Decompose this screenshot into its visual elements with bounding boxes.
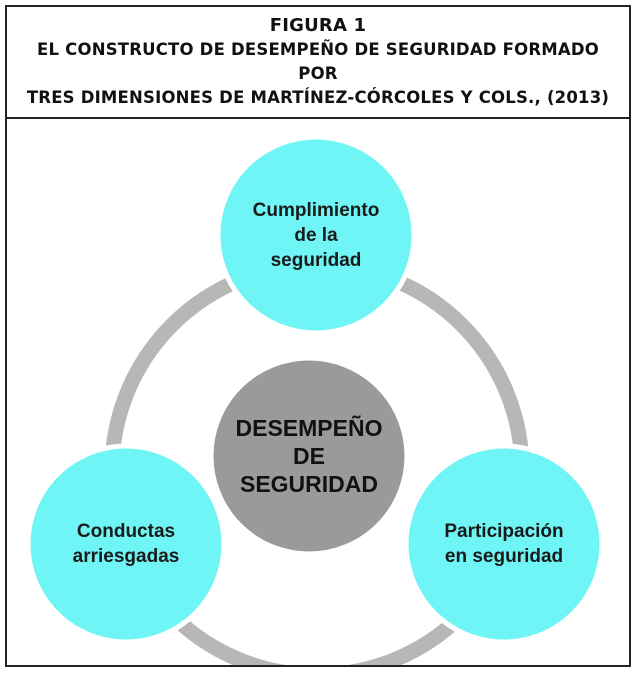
figure-caption-line-1: EL CONSTRUCTO DE DESEMPEÑO DE SEGURIDAD …	[37, 40, 599, 83]
node-left-line-1: Conductas	[76, 521, 176, 542]
center-circle	[208, 355, 410, 557]
figure-caption-line-2: TRES DIMENSIONES DE MARTÍNEZ-CÓRCOLES Y …	[26, 88, 610, 107]
node-top-line-3: seguridad	[270, 249, 362, 271]
node-circle-top	[215, 134, 417, 336]
figure-header: FIGURA 1 EL CONSTRUCTO DE DESEMPEÑO DE S…	[7, 7, 629, 119]
figure-label: FIGURA 1	[269, 15, 367, 36]
cycle-diagram: Cumplimiento de la seguridad DESEMPEÑO D…	[7, 119, 629, 665]
node-top-line-2: de la	[294, 224, 338, 246]
diagram-canvas	[25, 134, 605, 665]
node-label-left: Conductas arriesgadas	[36, 494, 216, 594]
node-right-line-2: en seguridad	[444, 546, 564, 567]
node-label-right: Participación en seguridad	[414, 494, 594, 594]
node-circle-right	[403, 443, 605, 645]
node-label-top: Cumplimiento de la seguridad	[226, 165, 406, 305]
node-right-line-1: Participación	[444, 521, 564, 542]
figure-frame: FIGURA 1 EL CONSTRUCTO DE DESEMPEÑO DE S…	[5, 5, 631, 667]
center-line-3: SEGURIDAD	[239, 471, 378, 497]
node-left-line-2: arriesgadas	[72, 546, 180, 567]
center-line-2: DE	[293, 443, 325, 469]
center-line-1: DESEMPEÑO	[235, 415, 383, 441]
node-top-line-1: Cumplimiento	[252, 199, 380, 221]
center-label: DESEMPEÑO DE SEGURIDAD	[211, 386, 407, 526]
node-circle-left	[25, 443, 227, 645]
